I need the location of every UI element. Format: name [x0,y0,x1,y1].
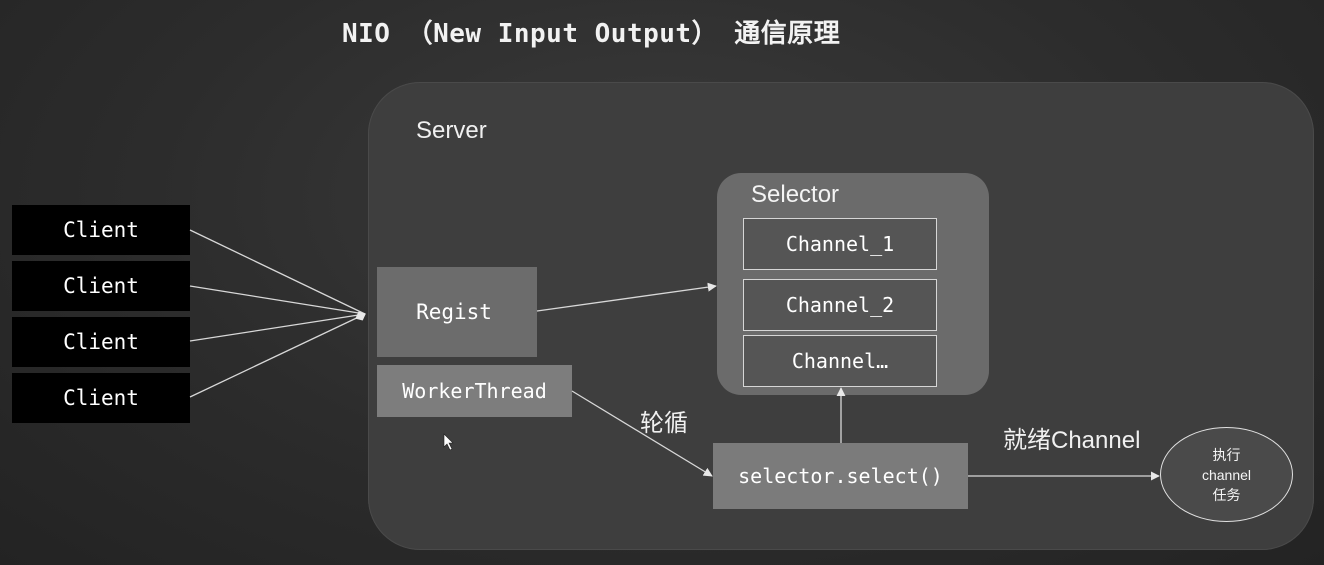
selector-select-box: selector.select() [713,443,968,509]
channel-box-2: Channel_2 [743,279,937,331]
client-box-4: Client [12,373,190,423]
client-2-connector [189,285,366,315]
client-3-connector [189,313,366,342]
task-line-2: channel [1201,466,1252,483]
selector-label: Selector [751,181,840,208]
regist-box: Regist [377,267,537,357]
ready-channel-label: 就绪Channel [1003,427,1141,454]
task-line-3: 任务 [1212,486,1241,503]
channel-box-3: Channel… [743,335,937,387]
client-box-1: Client [12,205,190,255]
client-4-connector [189,311,366,398]
server-label: Server [416,117,487,144]
client-box-2: Client [12,261,190,311]
client-1-connector [189,229,366,315]
polling-label: 轮循 [640,410,688,437]
task-line-1: 执行 [1212,446,1241,463]
execute-channel-task-ellipse: 执行 channel 任务 [1160,427,1293,522]
client-box-3: Client [12,317,190,367]
worker-thread-box: WorkerThread [377,365,572,417]
channel-box-1: Channel_1 [743,218,937,270]
diagram-title: NIO （New Input Output） 通信原理 [342,19,841,49]
